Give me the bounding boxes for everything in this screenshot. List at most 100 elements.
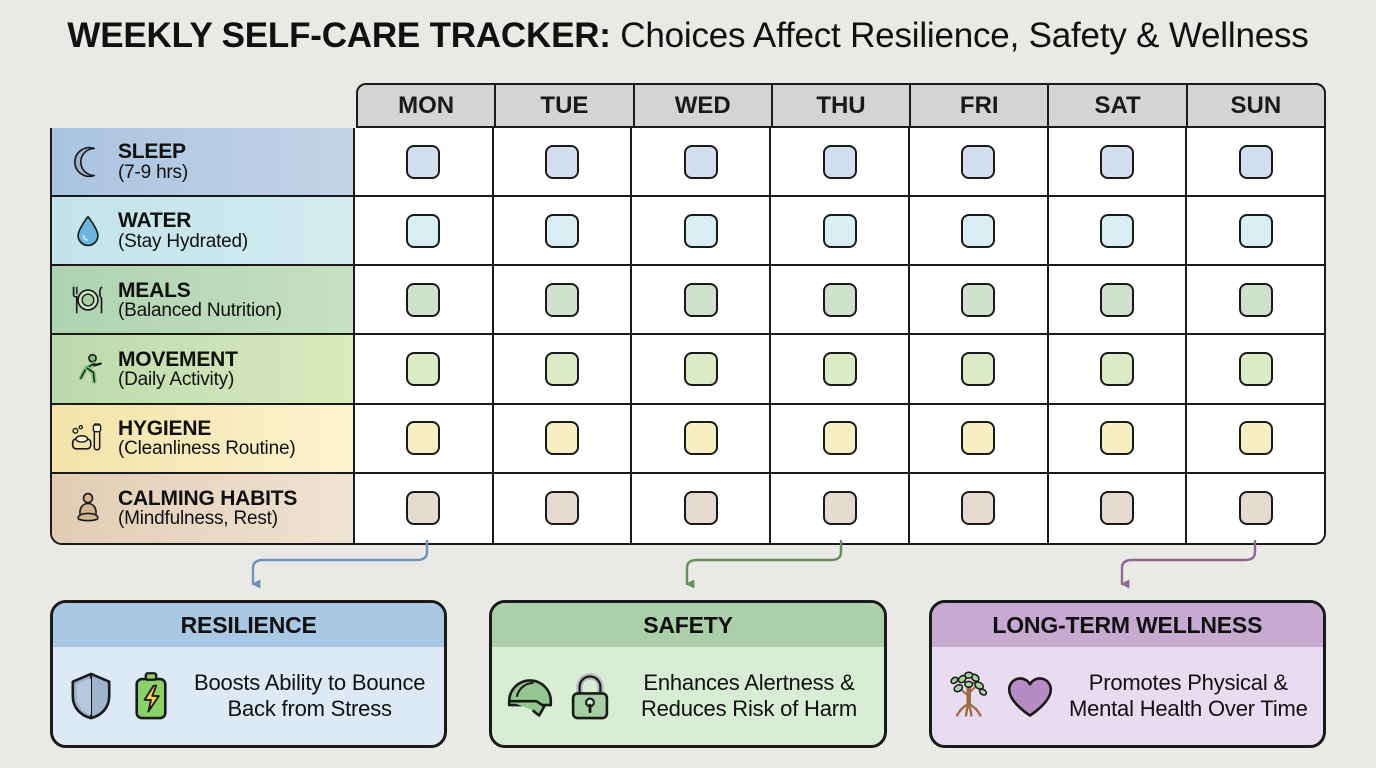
cell-sleep-sat[interactable]: [1048, 128, 1188, 196]
cell-meals-tue[interactable]: [493, 266, 633, 334]
checkbox[interactable]: [1099, 144, 1134, 179]
cell-movement-sat[interactable]: [1048, 335, 1188, 403]
cell-sleep-mon[interactable]: [355, 128, 494, 196]
checkbox[interactable]: [406, 282, 441, 317]
cell-water-tue[interactable]: [493, 197, 633, 265]
cell-sleep-tue[interactable]: [493, 128, 633, 196]
cell-meals-wed[interactable]: [632, 266, 772, 334]
cell-calming-habits-fri[interactable]: [909, 473, 1049, 543]
checkbox[interactable]: [1238, 421, 1273, 456]
day-header-wed[interactable]: WED: [635, 85, 773, 126]
cell-hygiene-sun[interactable]: [1187, 404, 1324, 472]
cell-meals-sat[interactable]: [1048, 266, 1188, 334]
cell-calming-habits-mon[interactable]: [355, 473, 494, 543]
card-description: Boosts Ability to Bounce Back from Stres…: [194, 670, 426, 721]
row-label-text: SLEEP(7-9 hrs): [118, 141, 188, 182]
checkbox[interactable]: [406, 491, 441, 526]
cell-meals-sun[interactable]: [1187, 266, 1324, 334]
checkbox[interactable]: [1238, 491, 1273, 526]
cell-calming-habits-tue[interactable]: [493, 473, 633, 543]
checkbox[interactable]: [545, 213, 580, 248]
cell-sleep-sun[interactable]: [1187, 128, 1324, 196]
checkbox[interactable]: [1238, 352, 1273, 387]
cell-sleep-thu[interactable]: [771, 128, 910, 196]
checkbox[interactable]: [406, 213, 441, 248]
checkbox[interactable]: [961, 144, 996, 179]
checkbox[interactable]: [545, 491, 580, 526]
cell-water-mon[interactable]: [355, 197, 494, 265]
cell-meals-fri[interactable]: [909, 266, 1049, 334]
checkbox[interactable]: [683, 491, 718, 526]
checkbox[interactable]: [683, 144, 718, 179]
day-header-tue[interactable]: TUE: [496, 85, 635, 126]
checkbox[interactable]: [406, 421, 441, 456]
checkbox[interactable]: [683, 282, 718, 317]
cell-hygiene-tue[interactable]: [493, 404, 633, 472]
lock-icon: [572, 673, 609, 720]
checkbox[interactable]: [683, 421, 718, 456]
cell-sleep-wed[interactable]: [632, 128, 772, 196]
checkbox[interactable]: [822, 491, 857, 526]
checkbox[interactable]: [1099, 491, 1134, 526]
checkbox[interactable]: [1238, 213, 1273, 248]
checkbox[interactable]: [961, 421, 996, 456]
cell-water-sat[interactable]: [1048, 197, 1188, 265]
checkbox[interactable]: [961, 491, 996, 526]
checkbox[interactable]: [822, 144, 857, 179]
cell-movement-mon[interactable]: [355, 335, 494, 403]
card-title: LONG-TERM WELLNESS: [931, 603, 1323, 647]
cell-movement-tue[interactable]: [493, 335, 633, 403]
cell-hygiene-fri[interactable]: [909, 404, 1049, 472]
day-header-fri[interactable]: FRI: [911, 85, 1050, 126]
checkbox[interactable]: [961, 282, 996, 317]
day-header-sun[interactable]: SUN: [1230, 91, 1282, 119]
cell-meals-mon[interactable]: [355, 266, 494, 334]
cell-movement-wed[interactable]: [632, 335, 772, 403]
cell-calming-habits-sun[interactable]: [1187, 473, 1324, 543]
cell-sleep-fri[interactable]: [909, 128, 1049, 196]
checkbox[interactable]: [545, 421, 580, 456]
checkbox[interactable]: [1099, 352, 1134, 387]
checkbox[interactable]: [545, 282, 580, 317]
moon-icon: [74, 146, 96, 177]
cell-hygiene-wed[interactable]: [632, 404, 772, 472]
checkbox[interactable]: [822, 352, 857, 387]
checkbox[interactable]: [822, 213, 857, 248]
cell-movement-thu[interactable]: [771, 335, 910, 403]
cell-hygiene-thu[interactable]: [771, 404, 910, 472]
cell-movement-fri[interactable]: [909, 335, 1049, 403]
checkbox[interactable]: [822, 282, 857, 317]
day-header-thu[interactable]: THU: [773, 85, 912, 126]
cell-hygiene-mon[interactable]: [355, 404, 494, 472]
cell-water-wed[interactable]: [632, 197, 772, 265]
day-header-sat[interactable]: SAT: [1049, 85, 1188, 126]
day-header-mon[interactable]: MON: [358, 85, 497, 126]
checkbox[interactable]: [1099, 282, 1134, 317]
cell-meals-thu[interactable]: [771, 266, 910, 334]
checkbox[interactable]: [961, 352, 996, 387]
cell-calming-habits-sat[interactable]: [1048, 473, 1188, 543]
checkbox[interactable]: [406, 144, 441, 179]
checkbox[interactable]: [822, 421, 857, 456]
cell-movement-sun[interactable]: [1187, 335, 1324, 403]
checkbox[interactable]: [545, 144, 580, 179]
checkbox[interactable]: [1238, 282, 1273, 317]
checkbox[interactable]: [406, 352, 441, 387]
cell-water-thu[interactable]: [771, 197, 910, 265]
checkbox[interactable]: [1099, 213, 1134, 248]
checkbox[interactable]: [683, 213, 718, 248]
cell-calming-habits-wed[interactable]: [632, 473, 772, 543]
checkbox[interactable]: [683, 352, 718, 387]
checkbox[interactable]: [545, 352, 580, 387]
cell-hygiene-sat[interactable]: [1048, 404, 1188, 472]
checkbox[interactable]: [1238, 144, 1273, 179]
checkbox[interactable]: [1099, 421, 1134, 456]
card-body: Boosts Ability to Bounce Back from Stres…: [53, 647, 444, 745]
cell-water-sun[interactable]: [1187, 197, 1324, 265]
checkbox[interactable]: [961, 213, 996, 248]
cell-water-fri[interactable]: [909, 197, 1049, 265]
cell-calming-habits-thu[interactable]: [771, 473, 910, 543]
